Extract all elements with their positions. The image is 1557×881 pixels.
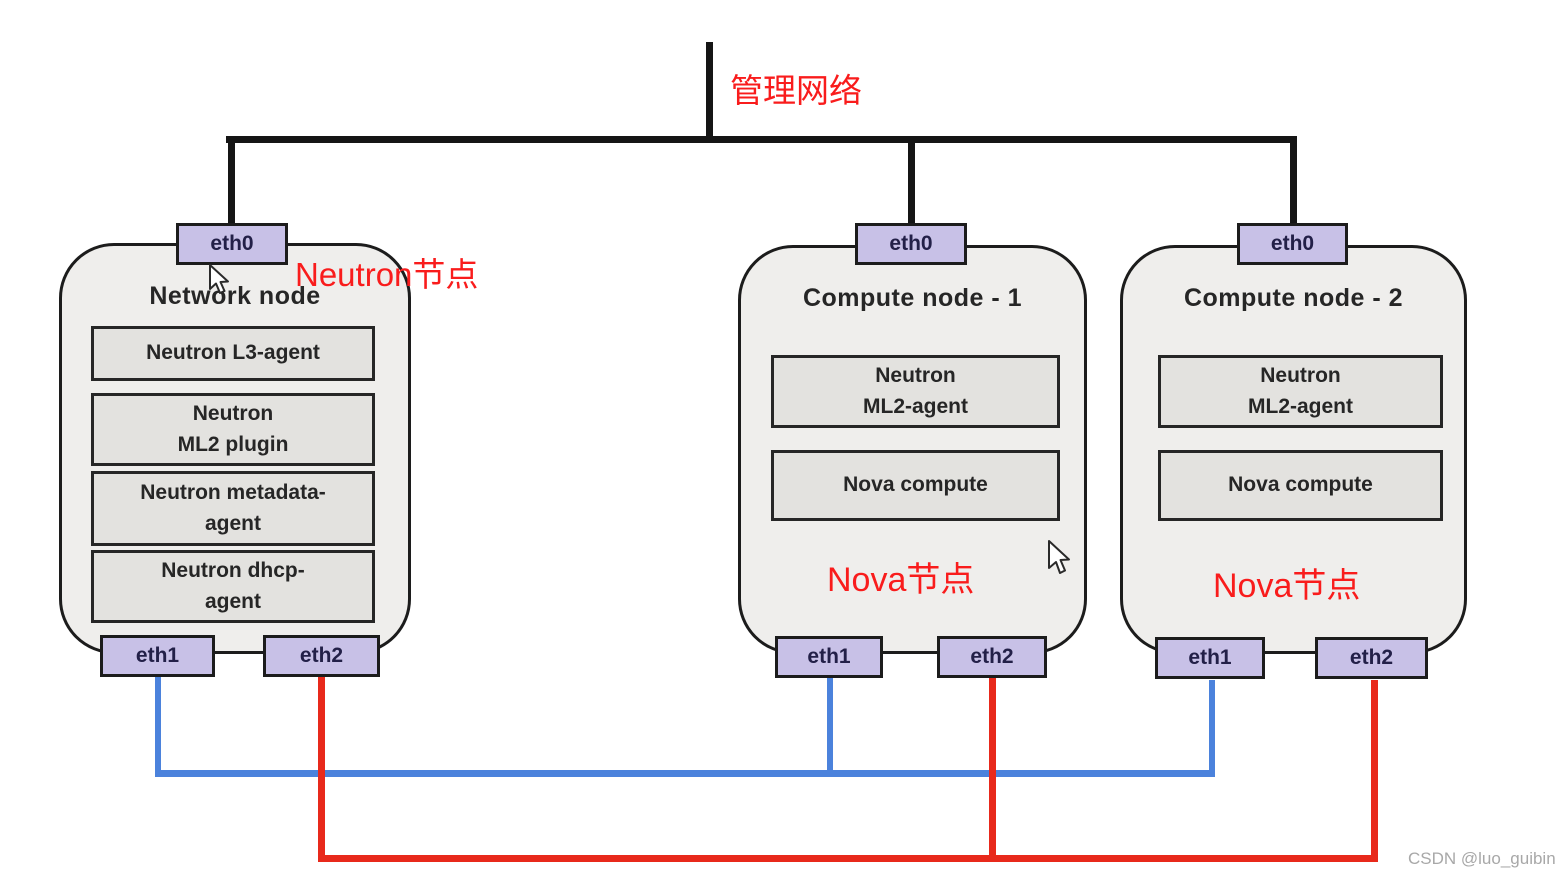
- compute-node-2-title: Compute node - 2: [1183, 284, 1404, 312]
- mouse-cursor-icon-2: [1048, 540, 1070, 574]
- network-node-eth1-port: eth1: [100, 635, 215, 677]
- compute2-neutron-ml2-agent-box: Neutron ML2-agent: [1158, 355, 1443, 428]
- compute1-eth1-port: eth1: [775, 636, 883, 678]
- neutron-node-annotation: Neutron节点: [295, 256, 479, 293]
- compute2-eth0-port: eth0: [1237, 223, 1348, 265]
- eth2-wire-compute1-vertical: [989, 678, 996, 862]
- compute-node-2: Compute node - 2 Neutron ML2-agent Nova …: [1120, 245, 1467, 654]
- compute1-neutron-ml2-agent-box: Neutron ML2-agent: [771, 355, 1060, 428]
- mgmt-drop-network-node-line: [228, 141, 235, 226]
- csdn-watermark: CSDN @luo_guibin: [1408, 849, 1556, 868]
- mgmt-horizontal-line: [226, 136, 1297, 143]
- network-node-eth2-port: eth2: [263, 635, 380, 677]
- eth1-wire-compute2-vertical: [1209, 680, 1215, 775]
- compute1-nova-compute-box: Nova compute: [771, 450, 1060, 521]
- compute-node-1: Compute node - 1 Neutron ML2-agent Nova …: [738, 245, 1087, 654]
- eth1-wire-network-vertical: [155, 677, 161, 773]
- network-node-title: Network node: [149, 282, 321, 310]
- neutron-ml2-plugin-box: Neutron ML2 plugin: [91, 393, 375, 466]
- mgmt-drop-compute1-line: [908, 141, 915, 226]
- eth2-wire-compute2-vertical: [1371, 680, 1378, 862]
- mouse-cursor-icon: [209, 264, 229, 294]
- mgmt-trunk-vertical-line: [706, 42, 713, 143]
- nova-node-annotation-2: Nova节点: [1213, 567, 1361, 605]
- compute-node-1-title: Compute node - 1: [802, 284, 1023, 312]
- network-node: Network node Neutron L3-agent Neutron ML…: [59, 243, 411, 654]
- compute1-eth0-port: eth0: [855, 223, 967, 265]
- eth2-wire-horizontal: [318, 855, 1378, 862]
- compute1-eth2-port: eth2: [937, 636, 1047, 678]
- neutron-metadata-agent-box: Neutron metadata- agent: [91, 471, 375, 546]
- compute2-eth2-port: eth2: [1315, 637, 1428, 679]
- compute2-nova-compute-box: Nova compute: [1158, 450, 1443, 521]
- neutron-l3-agent-box: Neutron L3-agent: [91, 326, 375, 381]
- eth1-wire-compute1-vertical: [827, 678, 833, 773]
- nova-node-annotation-1: Nova节点: [827, 561, 975, 599]
- mgmt-network-label: 管理网络: [730, 72, 862, 109]
- compute2-eth1-port: eth1: [1155, 637, 1265, 679]
- eth1-wire-horizontal: [155, 770, 1215, 777]
- neutron-dhcp-agent-box: Neutron dhcp- agent: [91, 550, 375, 623]
- eth2-wire-network-vertical: [318, 677, 325, 862]
- mgmt-drop-compute2-line: [1290, 141, 1297, 226]
- network-node-eth0-port: eth0: [176, 223, 288, 265]
